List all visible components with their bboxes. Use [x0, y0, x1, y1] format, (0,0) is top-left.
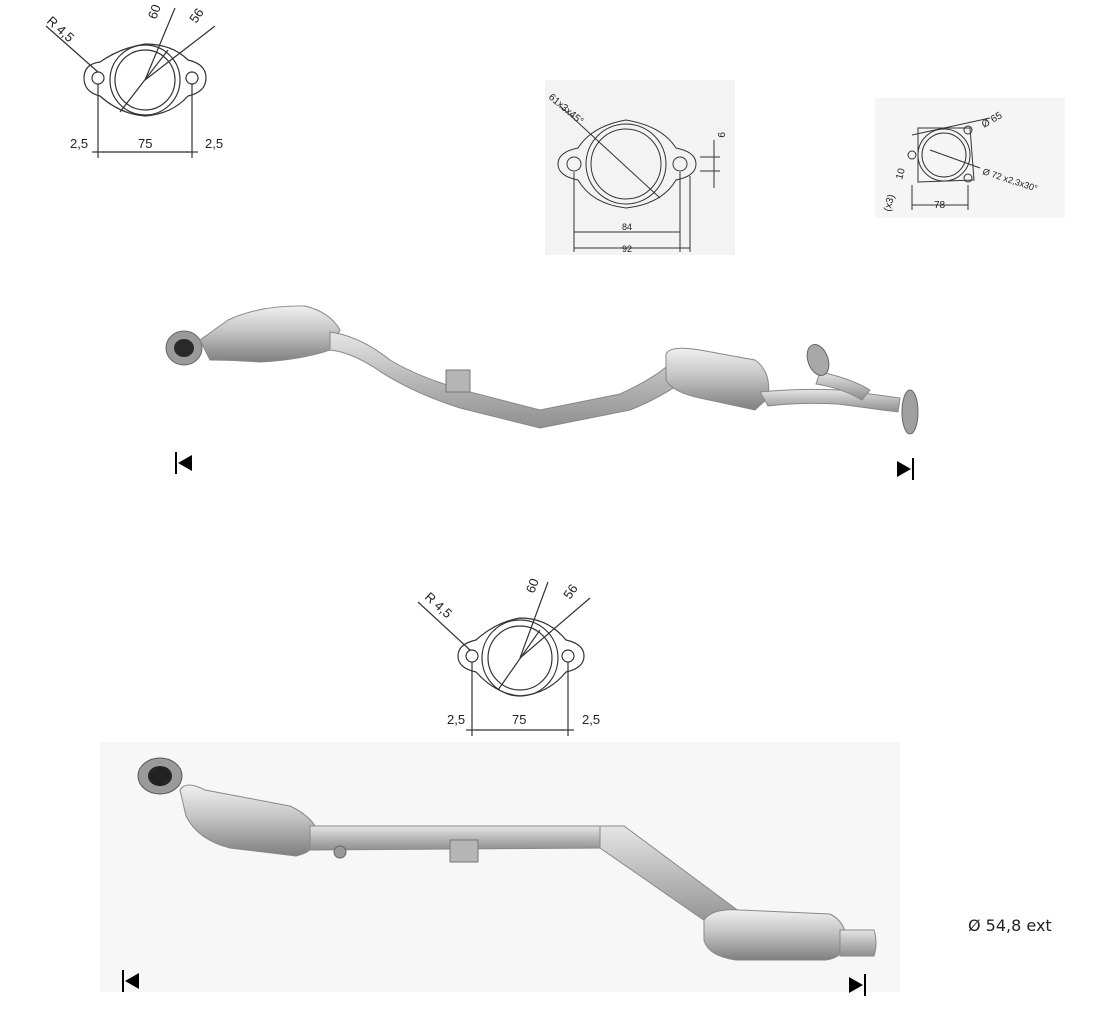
top-middle-outer-width: 92 — [622, 244, 632, 254]
top-right-width: 78 — [934, 200, 946, 211]
top-middle-hole-dim: 9 — [715, 132, 726, 138]
top-right-seal-label: Ø 72 x2,3x30° — [981, 166, 1039, 193]
top-middle-inner-width: 84 — [622, 222, 632, 232]
top-left-dia-outer-label: 60 — [145, 2, 164, 21]
middle-dia-inner-label: 56 — [560, 581, 581, 601]
outlet-diameter-note: Ø 54,8 ext — [968, 916, 1052, 935]
top-right-dia-label: Ø 65 — [980, 110, 1005, 131]
left-arrow-marker-icon — [175, 452, 192, 474]
middle-left-offset: 2,5 — [447, 712, 465, 727]
middle-radius-label: R 4,5 — [422, 589, 455, 621]
top-left-radius-label: R 4,5 — [44, 13, 77, 45]
middle-dia-outer-label: 60 — [523, 576, 542, 595]
middle-center-distance: 75 — [512, 712, 526, 727]
top-left-right-offset: 2,5 — [205, 136, 223, 151]
top-right-count-label: (x3) — [882, 193, 897, 212]
right-arrow-marker-icon — [849, 974, 866, 996]
top-left-left-offset: 2,5 — [70, 136, 88, 151]
top-left-dia-inner-label: 56 — [186, 5, 207, 25]
middle-right-offset: 2,5 — [582, 712, 600, 727]
top-middle-dia-label: 61x3x45° — [546, 92, 585, 127]
right-arrow-marker-icon — [897, 458, 914, 480]
left-arrow-marker-icon — [122, 970, 139, 992]
top-right-hole-dim: 10 — [894, 167, 908, 181]
top-left-center-distance: 75 — [138, 136, 152, 151]
